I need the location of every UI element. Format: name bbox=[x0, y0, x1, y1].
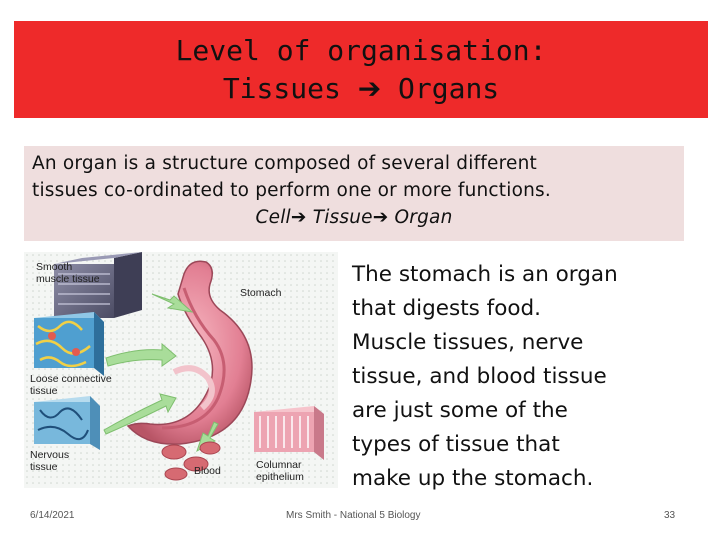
title-organs: Organs bbox=[398, 71, 500, 105]
definition-line-1: An organ is a structure composed of seve… bbox=[32, 153, 537, 174]
footer-date: 6/14/2021 bbox=[30, 510, 75, 521]
description-line: are just some of the bbox=[352, 398, 568, 423]
stomach-tissue-diagram: Smooth muscle tissue Stomach Loose conne… bbox=[24, 252, 338, 488]
description-line: make up the stomach. bbox=[352, 466, 594, 491]
description-line: Muscle tissues, nerve bbox=[352, 330, 584, 355]
smooth-muscle-block bbox=[54, 252, 142, 318]
slide-title: Level of organisation: Tissues ➔ Organs bbox=[14, 21, 708, 118]
label-nervous-2: tissue bbox=[30, 461, 58, 473]
flow-organ: Organ bbox=[394, 207, 453, 228]
description-line: that digests food. bbox=[352, 296, 542, 321]
label-loose-2: tissue bbox=[30, 385, 58, 397]
right-arrow-icon: ➔ bbox=[372, 207, 389, 228]
stomach-organ bbox=[126, 260, 253, 445]
label-nervous-1: Nervous bbox=[30, 449, 69, 461]
right-arrow-icon: ➔ bbox=[357, 71, 382, 105]
description-line: The stomach is an organ bbox=[352, 262, 618, 287]
footer-page-number: 33 bbox=[664, 510, 676, 521]
label-smooth-1: Smooth bbox=[36, 261, 72, 273]
diagram-illustration: Smooth muscle tissue Stomach Loose conne… bbox=[24, 252, 338, 488]
title-line-2: Tissues ➔ Organs bbox=[223, 70, 499, 108]
definition-box: An organ is a structure composed of seve… bbox=[24, 146, 684, 241]
flow-tissue: Tissue bbox=[312, 207, 373, 228]
definition-line-2: tissues co-ordinated to perform one or m… bbox=[32, 180, 551, 201]
right-arrow-icon: ➔ bbox=[290, 207, 307, 228]
title-tissues: Tissues bbox=[222, 71, 341, 105]
label-columnar-1: Columnar bbox=[256, 459, 302, 471]
label-loose-1: Loose connective bbox=[30, 373, 112, 385]
stomach-description: The stomach is an organ that digests foo… bbox=[352, 258, 702, 496]
title-line-1: Level of organisation: bbox=[175, 33, 547, 67]
blood-cells bbox=[161, 441, 221, 481]
description-line: types of tissue that bbox=[352, 432, 560, 457]
flow-cell: Cell bbox=[255, 207, 291, 228]
label-blood: Blood bbox=[194, 465, 221, 477]
columnar-epithelium-block bbox=[254, 406, 324, 460]
label-columnar-2: epithelium bbox=[256, 471, 304, 483]
description-line: tissue, and blood tissue bbox=[352, 364, 607, 389]
label-stomach: Stomach bbox=[240, 287, 282, 299]
loose-connective-block bbox=[34, 312, 104, 376]
label-smooth-2: muscle tissue bbox=[36, 273, 100, 285]
organisation-flow: Cell➔ Tissue➔ Organ bbox=[32, 204, 676, 231]
nervous-tissue-block bbox=[34, 396, 100, 450]
footer-author: Mrs Smith - National 5 Biology bbox=[286, 510, 421, 521]
